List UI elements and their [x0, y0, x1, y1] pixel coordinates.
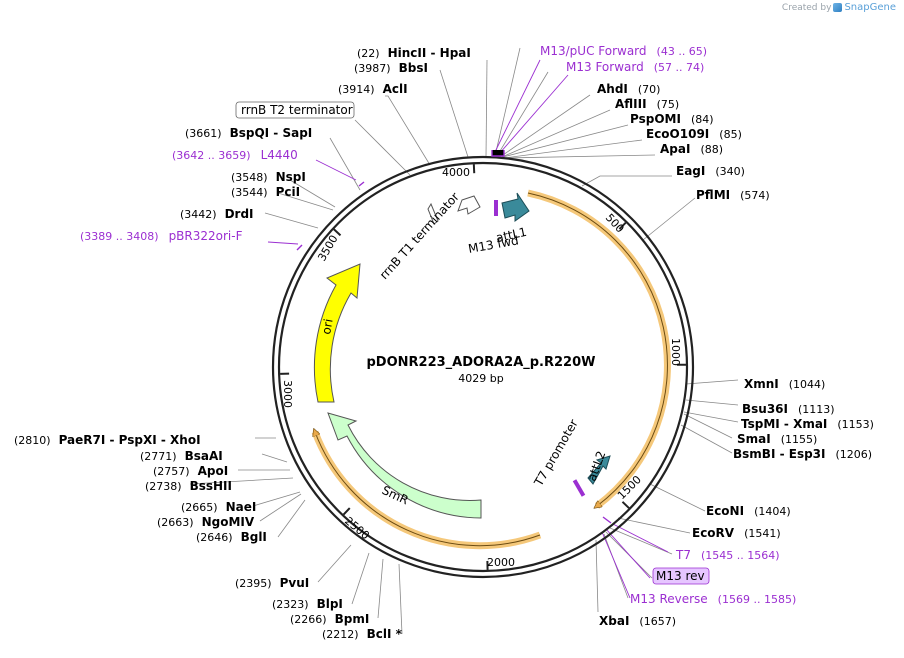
rrnbt2-label: rrnB T2 terminator	[241, 103, 353, 117]
enzyme-label[interactable]: TspMI - XmaI(1153)	[741, 417, 874, 431]
primer-label[interactable]: T7(1545 .. 1564)	[675, 548, 780, 562]
ori-label: ori	[319, 318, 335, 336]
m13-rev-marker[interactable]	[573, 479, 585, 497]
m13fwd-label: M13 fwd	[467, 233, 520, 256]
tick-label: 4000	[442, 166, 470, 179]
plasmid-length: 4029 bp	[458, 372, 503, 385]
enzyme-label[interactable]: (2771)BsaAI	[140, 449, 223, 463]
enzyme-label[interactable]: ApaI(88)	[660, 142, 723, 156]
enzyme-label[interactable]: PspOMI(84)	[630, 112, 714, 126]
rrnbt1-label: rrnB T1 terminator	[377, 190, 462, 282]
t7promoter-label: T7 promoter	[531, 417, 581, 489]
primer-label[interactable]: M13 Forward(57 .. 74)	[566, 60, 704, 74]
app-credit: Created by SnapGene	[782, 2, 896, 13]
tick-label: 2500	[342, 514, 372, 542]
enzyme-label[interactable]: (2212)BclI *	[322, 627, 403, 641]
snapgene-logo-icon	[833, 3, 842, 12]
enzyme-label[interactable]: (22)HincII - HpaI	[357, 46, 471, 60]
enzyme-label[interactable]: EagI(340)	[676, 164, 745, 178]
enzyme-label[interactable]: (2738)BssHII	[145, 479, 232, 493]
enzyme-labels: AhdI(70)AflIII(75)PspOMI(84)EcoO109I(85)…	[14, 44, 874, 641]
enzyme-label[interactable]: XmnI(1044)	[744, 377, 825, 391]
primer-label[interactable]: (3642 .. 3659)L4440	[172, 148, 298, 162]
tick-label: 2000	[487, 556, 515, 569]
tick-label: 3000	[281, 380, 294, 408]
enzyme-label[interactable]: Bsu36I(1113)	[742, 402, 835, 416]
enzyme-label[interactable]: (3987)BbsI	[354, 61, 428, 75]
enzyme-label[interactable]: BsmBI - Esp3I(1206)	[733, 447, 872, 461]
primer-label[interactable]: (3389 .. 3408)pBR322ori-F	[80, 229, 243, 243]
enzyme-label[interactable]: EcoO109I(85)	[646, 127, 742, 141]
tick-label: 1000	[669, 338, 682, 366]
credit-brand: SnapGene	[844, 2, 896, 13]
enzyme-label[interactable]: (3548)NspI	[231, 170, 306, 184]
tick-mark	[334, 229, 341, 235]
enzyme-label[interactable]: (2323)BlpI	[272, 597, 343, 611]
enzyme-label[interactable]: XbaI(1657)	[599, 614, 676, 628]
primer-label[interactable]: M13 Reverse(1569 .. 1585)	[630, 592, 796, 606]
credit-prefix: Created by	[782, 3, 832, 13]
enzyme-label[interactable]: (2665)NaeI	[181, 500, 256, 514]
primer-label-m13-rev[interactable]: M13 rev	[656, 569, 705, 583]
enzyme-label[interactable]: (2663)NgoMIV	[157, 515, 255, 529]
enzyme-label[interactable]: (2395)PvuI	[235, 576, 309, 590]
enzyme-label[interactable]: (3661)BspQI - SapI	[185, 126, 312, 140]
enzyme-label[interactable]: (2810)PaeR7I - PspXI - XhoI	[14, 433, 201, 447]
enzyme-label[interactable]: (3544)PciI	[231, 185, 300, 199]
enzyme-label[interactable]: SmaI(1155)	[737, 432, 817, 446]
tick-mark	[344, 508, 350, 515]
plasmid-name: pDONR223_ADORA2A_p.R220W	[367, 355, 596, 370]
enzyme-label[interactable]: EcoNI(1404)	[706, 504, 791, 518]
enzyme-label[interactable]: EcoRV(1541)	[692, 526, 781, 540]
enzyme-label[interactable]: PflMI(574)	[696, 188, 770, 202]
enzyme-label[interactable]: (2266)BpmI	[290, 612, 369, 626]
enzyme-label[interactable]: (3914)AclI	[338, 82, 408, 96]
primer-label[interactable]: M13/pUC Forward(43 .. 65)	[540, 44, 707, 58]
enzyme-label[interactable]: (2646)BglI	[196, 530, 267, 544]
enzyme-label[interactable]: (3442)DrdI	[180, 207, 254, 221]
enzyme-label[interactable]: (2757)ApoI	[153, 464, 228, 478]
enzyme-label[interactable]: AflIII(75)	[615, 97, 679, 111]
enzyme-label[interactable]: AhdI(70)	[597, 82, 660, 96]
attl1-feature[interactable]	[502, 193, 529, 221]
m13-fwd-marker[interactable]	[494, 200, 498, 216]
